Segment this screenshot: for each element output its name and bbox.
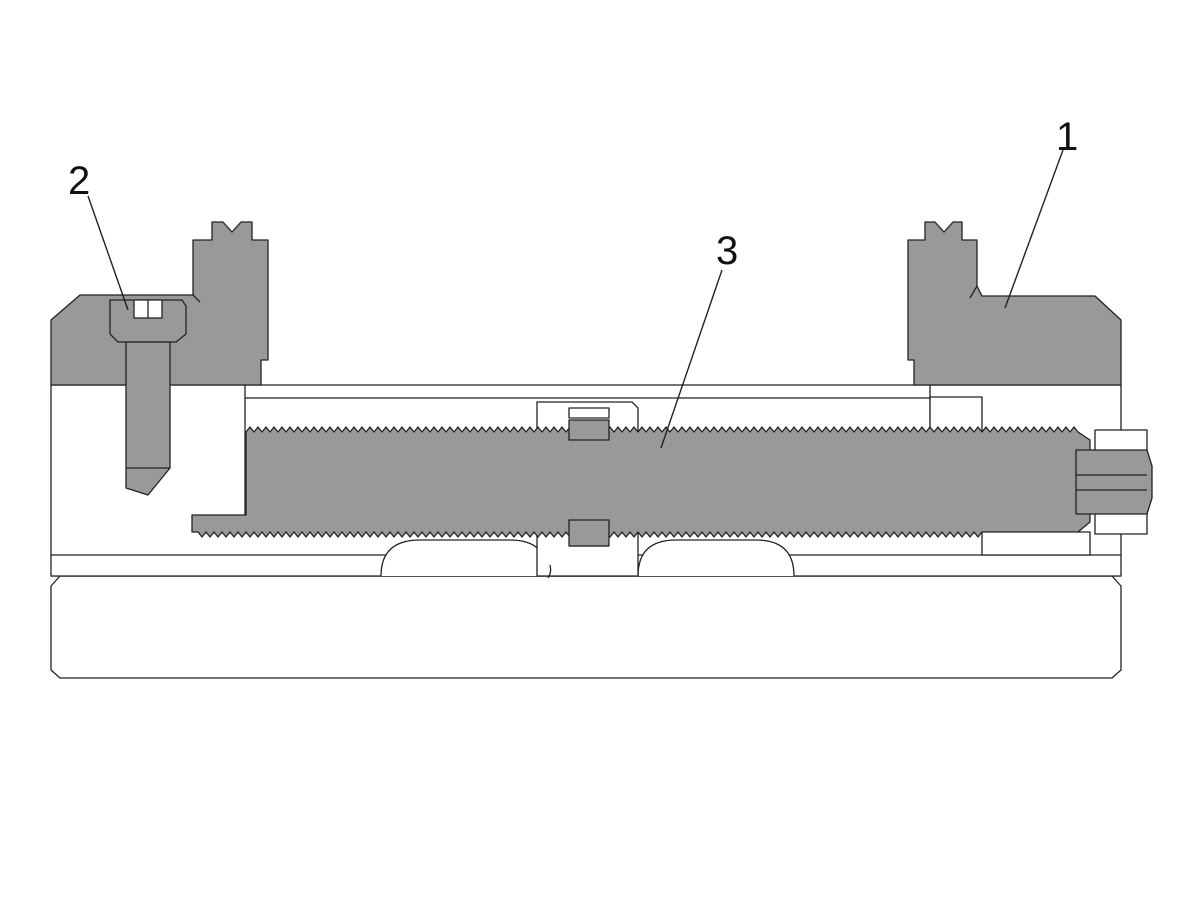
nut-spring-wire bbox=[547, 564, 552, 579]
arch-relief-left bbox=[380, 539, 549, 577]
leader-line-1 bbox=[1004, 149, 1064, 309]
cap-screw-shank bbox=[125, 341, 171, 496]
right-jaw bbox=[907, 221, 1122, 386]
callout-3: 3 bbox=[716, 229, 738, 273]
right-bearing-block bbox=[981, 531, 1091, 556]
lead-screw-drive-end bbox=[1075, 449, 1153, 515]
lead-screw-collar bbox=[568, 419, 610, 547]
arch-relief-right bbox=[637, 539, 795, 577]
nut-slot-top bbox=[568, 407, 610, 419]
cap-screw-head bbox=[109, 299, 187, 343]
right-jaw-notch bbox=[969, 285, 978, 299]
base-rail bbox=[50, 575, 1122, 679]
leader-line-3 bbox=[660, 269, 723, 449]
leader-line-2 bbox=[87, 195, 129, 311]
callout-2: 2 bbox=[68, 159, 90, 203]
callout-1: 1 bbox=[1056, 115, 1078, 159]
lead-screw bbox=[191, 426, 1091, 538]
left-jaw-groove bbox=[192, 294, 201, 303]
